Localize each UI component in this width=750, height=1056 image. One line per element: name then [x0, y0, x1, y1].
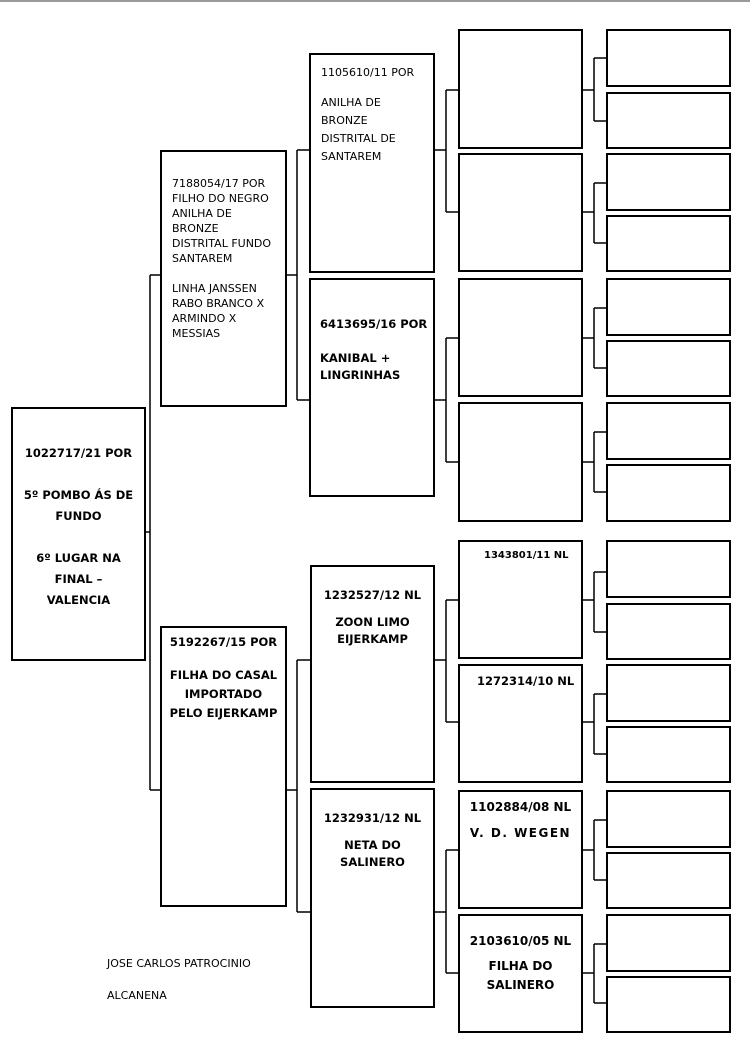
subject-line5: VALENCIA — [46, 593, 111, 607]
sire-line: FILHO DO NEGRO — [172, 192, 269, 205]
dam-box: 5192267/15 POR FILHA DO CASAL IMPORTADO … — [160, 626, 287, 907]
ancestor-box — [606, 153, 731, 211]
ancestor-box — [606, 464, 731, 522]
dam-ring: 5192267/15 POR — [169, 635, 278, 649]
owner-location: ALCANENA — [107, 989, 167, 1002]
ancestor-box — [458, 402, 583, 522]
ancestor-box — [606, 664, 731, 722]
subject-line4: FINAL – — [54, 572, 103, 586]
sire-line: ARMINDO X — [172, 312, 237, 325]
sire-line: DISTRITAL FUNDO — [172, 237, 272, 250]
dam-sire-sire-box: 1343801/11 NL — [458, 540, 583, 659]
sire-sire-ring: 1105610/11 POR — [321, 66, 415, 79]
ancestor-box — [606, 603, 731, 660]
dam-dam-sire-box: 1102884/08 NL V. D. WEGEN — [458, 790, 583, 909]
sire-dam-box: 6413695/16 POR KANIBAL + LINGRINHAS — [309, 278, 435, 497]
sire-line: MESSIAS — [172, 327, 221, 340]
subject-line3: 6º LUGAR NA — [36, 551, 121, 565]
sire-dam-line2: LINGRINHAS — [320, 368, 401, 382]
sire-ring: 7188054/17 POR — [172, 177, 266, 190]
sire-sire-line: DISTRITAL DE — [321, 132, 396, 145]
dam-line3: PELO EIJERKAMP — [169, 706, 278, 720]
dam-dam-sire-ring: 1102884/08 NL — [469, 800, 572, 814]
dam-sire-ring: 1232527/12 NL — [323, 588, 422, 602]
sire-line: BRONZE — [172, 222, 219, 235]
ancestor-box — [606, 790, 731, 848]
dam-dam-dam-box: 2103610/05 NL FILHA DO SALINERO — [458, 914, 583, 1033]
ancestor-box — [458, 153, 583, 272]
dam-dam-dam-ring: 2103610/05 NL — [469, 934, 572, 948]
dam-dam-line2: SALINERO — [340, 855, 405, 869]
ancestor-box — [606, 29, 731, 87]
sire-dam-ring: 6413695/16 POR — [320, 317, 428, 331]
sire-line: RABO BRANCO X — [172, 297, 265, 310]
dam-dam-ring: 1232931/12 NL — [323, 811, 422, 825]
ancestor-box — [606, 92, 731, 149]
dam-dam-sire-name: V. D. WEGEN — [469, 826, 572, 840]
sire-box: 7188054/17 POR FILHO DO NEGRO ANILHA DE … — [160, 150, 287, 407]
owner-name: JOSE CARLOS PATROCINIO — [107, 957, 251, 970]
sire-line: SANTAREM — [172, 252, 233, 265]
dam-sire-box: 1232527/12 NL ZOON LIMO EIJERKAMP — [310, 565, 435, 783]
dam-line1: FILHA DO CASAL — [169, 668, 278, 682]
dam-sire-dam-box: 1272314/10 NL — [458, 664, 583, 783]
top-border — [0, 0, 750, 2]
ancestor-box — [606, 540, 731, 598]
ancestor-box — [606, 278, 731, 336]
subject-box: 1022717/21 POR 5º POMBO ÁS DE FUNDO 6º L… — [11, 407, 146, 661]
sire-sire-line: ANILHA DE — [321, 96, 381, 109]
dam-dam-line1: NETA DO — [344, 838, 401, 852]
sire-sire-box: 1105610/11 POR ANILHA DE BRONZE DISTRITA… — [309, 53, 435, 273]
ancestor-box — [606, 402, 731, 460]
subject-line1: 5º POMBO ÁS DE — [23, 488, 134, 502]
sire-sire-line: SANTAREM — [321, 150, 382, 163]
ancestor-box — [458, 29, 583, 149]
subject-line2: FUNDO — [55, 509, 102, 523]
ancestor-box — [606, 726, 731, 783]
sire-line: LINHA JANSSEN — [172, 282, 257, 295]
subject-ring: 1022717/21 POR — [24, 446, 133, 460]
sire-dam-line1: KANIBAL + — [320, 351, 391, 365]
dam-dam-dam-name1: FILHA DO — [488, 959, 553, 973]
ancestor-box — [458, 278, 583, 397]
dam-sire-line2: EIJERKAMP — [337, 632, 408, 646]
sire-line: ANILHA DE — [172, 207, 232, 220]
ancestor-box — [606, 852, 731, 909]
dam-sire-sire-ring: 1343801/11 NL — [484, 550, 569, 561]
ancestor-box — [606, 215, 731, 272]
ancestor-box — [606, 914, 731, 972]
dam-sire-dam-ring: 1272314/10 NL — [477, 674, 575, 688]
dam-sire-line1: ZOON LIMO — [335, 615, 410, 629]
ancestor-box — [606, 340, 731, 397]
ancestor-box — [606, 976, 731, 1033]
dam-dam-dam-name2: SALINERO — [486, 978, 555, 992]
sire-sire-line: BRONZE — [321, 114, 368, 127]
dam-dam-box: 1232931/12 NL NETA DO SALINERO — [310, 788, 435, 1008]
dam-line2: IMPORTADO — [184, 687, 263, 701]
